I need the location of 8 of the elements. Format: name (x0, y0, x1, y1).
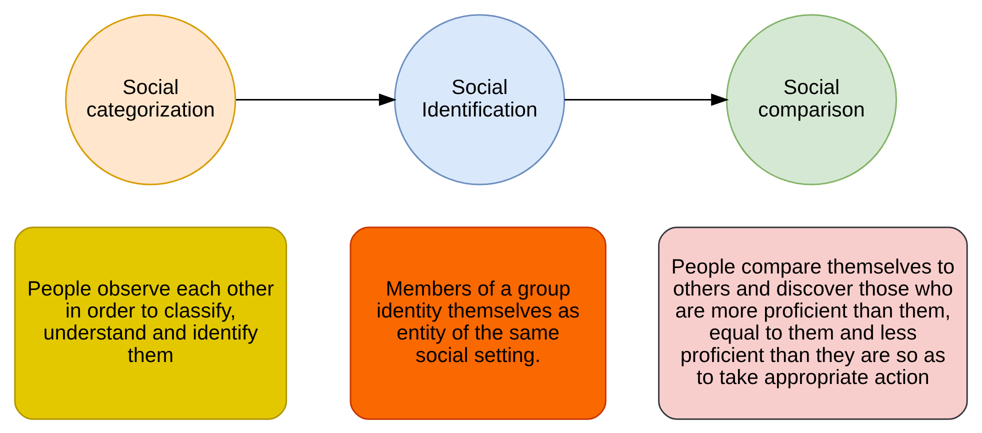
node-circle: Social categorization (65, 14, 236, 185)
node-circle: Social Identification (394, 14, 566, 185)
arrow (236, 93, 397, 106)
node-circle: Social comparison (726, 14, 898, 185)
node-box: Members of a group identity themselves as entity of the same social setting. (350, 226, 606, 420)
node-box: People compare themselves to others and discover those who are more proficient than them, equal to them and less proficient than they are so as to take appropriate action (658, 226, 968, 420)
node-box: People observe each other in order to classify, understand and identify them (14, 226, 288, 420)
arrow (564, 93, 729, 106)
